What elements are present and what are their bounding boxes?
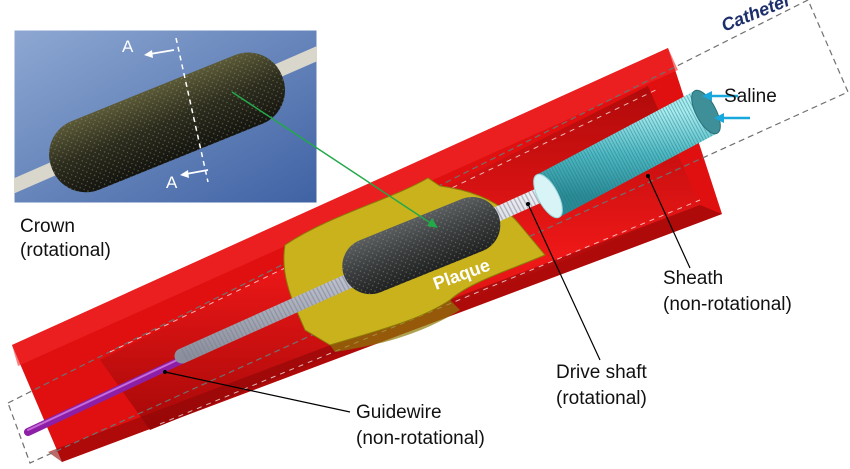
crown [342, 196, 501, 295]
crown-pointer-arrowhead [427, 218, 438, 228]
saline-label: Saline [724, 86, 777, 107]
section-arrow-top [149, 49, 175, 55]
section-line [175, 37, 209, 183]
crown-pointer-line [231, 91, 433, 225]
crown-photo-inset [13, 29, 318, 204]
guidewire-label-line1: Guidewire [356, 402, 442, 423]
sheath-leader [647, 175, 691, 269]
section-arrow-bottom [185, 169, 209, 175]
crown-label-line2: (rotational) [20, 240, 111, 261]
sheath [533, 89, 721, 219]
section-label-bottom: A [166, 173, 178, 192]
guidewire-leader [164, 371, 351, 413]
drive-shaft-leader [527, 203, 601, 361]
drive-shaft-label-line2: (rotational) [556, 388, 647, 409]
sheath-label-line1: Sheath [663, 268, 724, 289]
guidewire [24, 352, 194, 436]
vessel-far-wall [12, 48, 678, 366]
catheter-outline [7, 0, 849, 464]
catheter-centerline-top [109, 87, 661, 353]
plaque-shadow [330, 300, 460, 352]
drive-shaft-label-line1: Drive shaft [556, 362, 647, 383]
sheath-label-line2: (non-rotational) [663, 294, 792, 315]
section-label-top: A [122, 37, 134, 56]
sheath-distal-end [533, 173, 563, 219]
crown-label-line1: Crown [20, 216, 75, 237]
saline-arrows [702, 91, 750, 123]
sheath-proximal-end [691, 89, 721, 135]
guidewire-label-line2: (non-rotational) [356, 428, 485, 449]
